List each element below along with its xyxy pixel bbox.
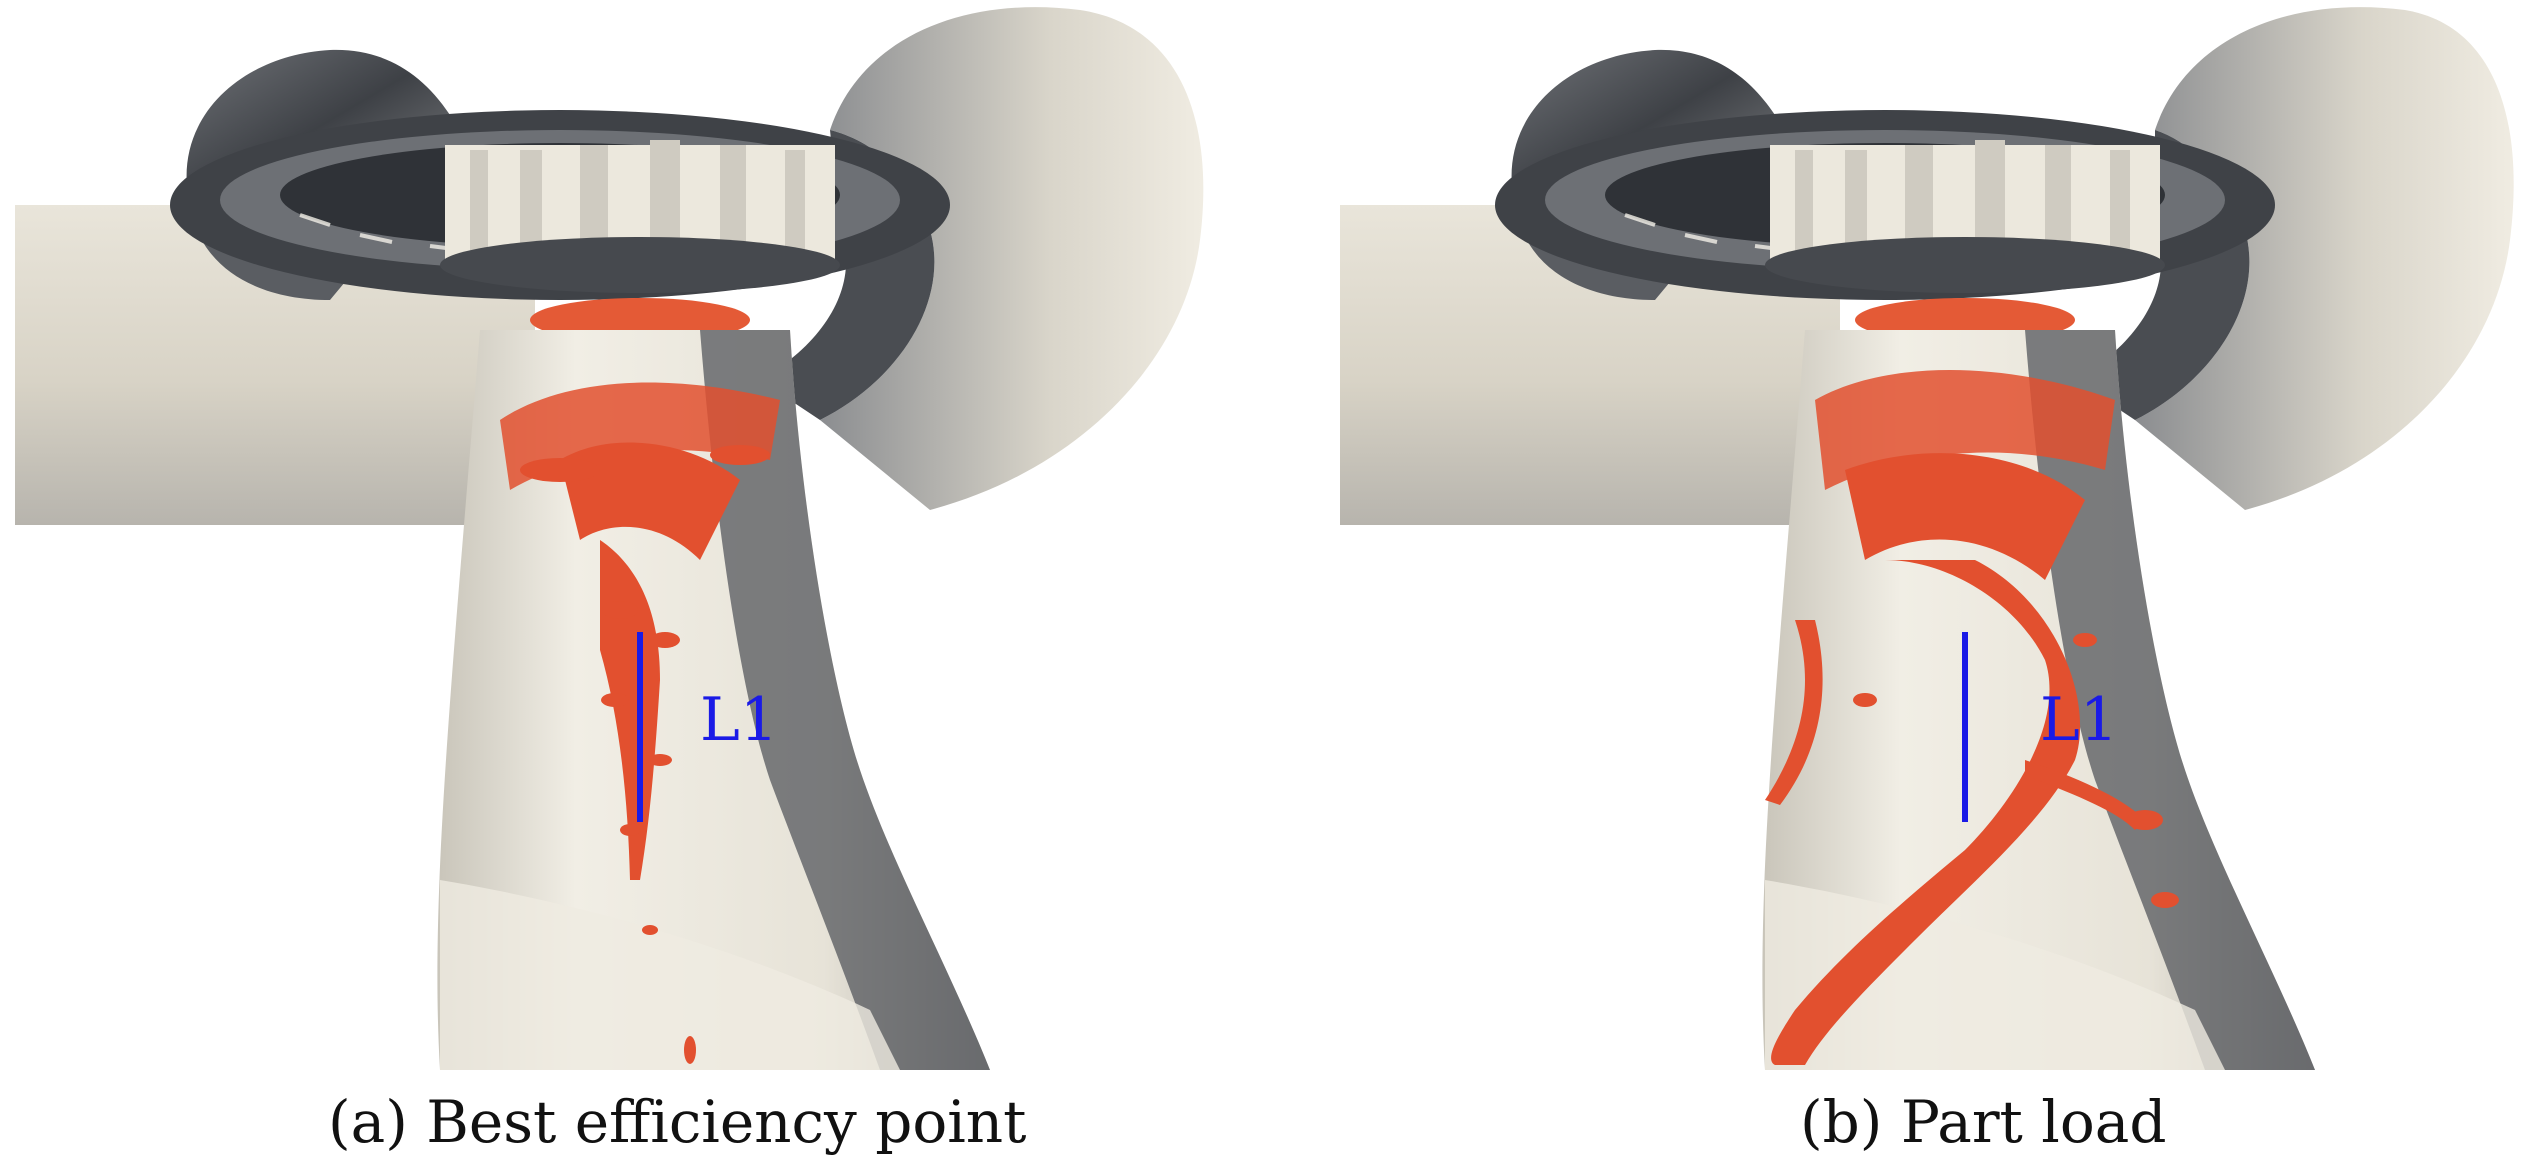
panel-best-efficiency: L1 [0, 0, 1270, 1158]
caption-tag: (a) [328, 1088, 408, 1156]
caption-tag: (b) [1800, 1088, 1883, 1156]
probe-line-label: L1 [2040, 685, 2118, 755]
caption-text: Part load [1900, 1088, 2167, 1156]
probe-line-label: L1 [700, 685, 778, 755]
caption-text: Best efficiency point [426, 1088, 1027, 1156]
vortex-rope [1765, 370, 2179, 1065]
spiral-casing-right [2135, 7, 2514, 510]
caption-a: (a) Best efficiency point [328, 1088, 1026, 1156]
caption-b: (b) Part load [1800, 1088, 2166, 1156]
vortex-structures [500, 382, 780, 1064]
panel-part-load: L1 [1325, 0, 2541, 1158]
spiral-casing-right [820, 7, 1204, 510]
turbine-render-a: L1 [15, 7, 1204, 1070]
turbine-render-b: L1 [1340, 7, 2514, 1070]
